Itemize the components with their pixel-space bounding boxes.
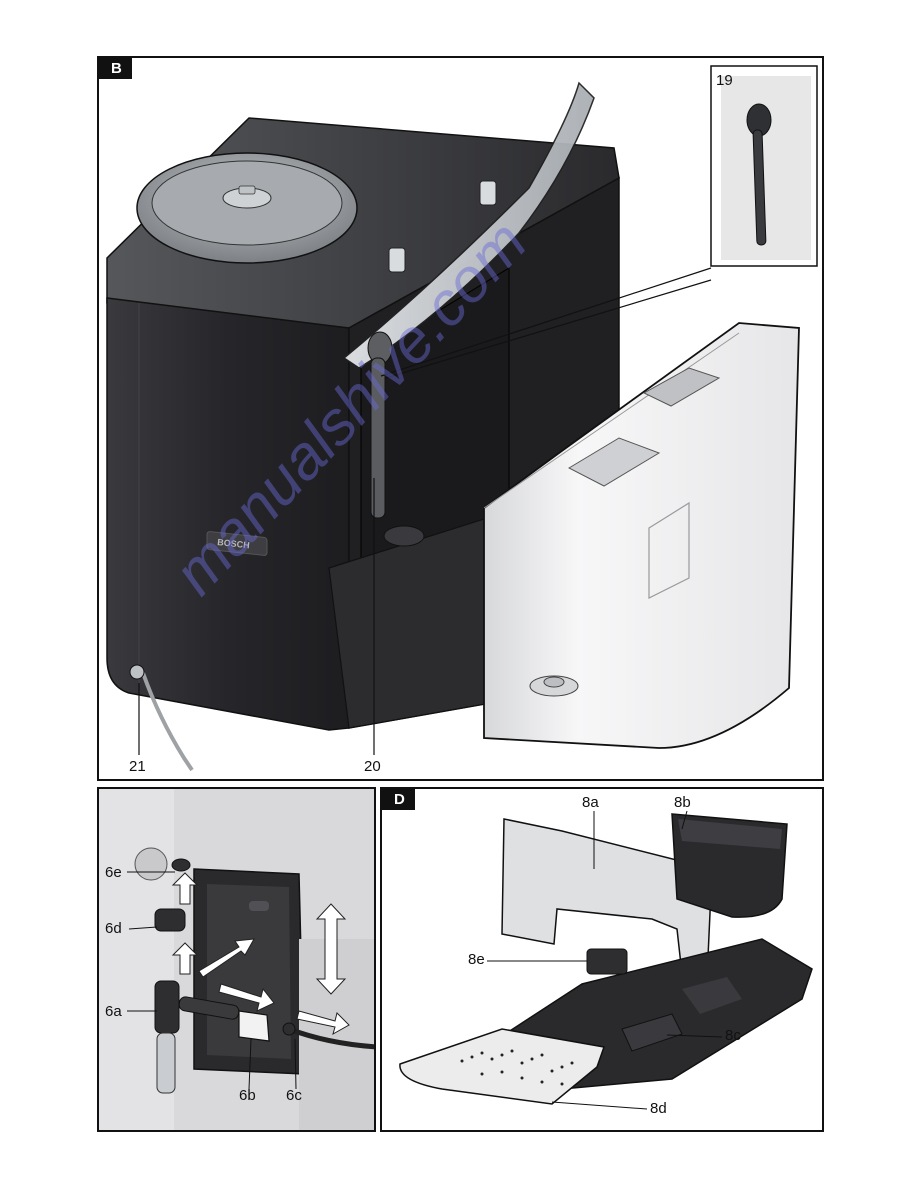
drip-tray-illustration	[399, 810, 813, 1110]
label-6b: 6b	[239, 1087, 256, 1104]
label-8c: 8c	[725, 1027, 741, 1044]
water-tank	[483, 322, 800, 749]
label-6c: 6c	[286, 1087, 302, 1104]
label-19: 19	[716, 72, 733, 89]
bean-lid	[342, 81, 595, 369]
panel-tag-b: B	[99, 58, 132, 79]
panel-b: B	[97, 56, 824, 781]
bosch-logo-text: BOSCH	[217, 537, 250, 550]
label-21: 21	[129, 758, 146, 775]
label-6a: 6a	[105, 1003, 122, 1020]
coffee-machine-illustration: BOSCH	[106, 65, 818, 772]
label-8b: 8b	[674, 794, 691, 811]
frother-assembly-illustration	[99, 789, 374, 1130]
label-6e: 6e	[105, 864, 122, 881]
bosch-badge	[206, 531, 268, 556]
label-6d: 6d	[105, 920, 122, 937]
panel-c: C 6e 6d 6a 6b 6c	[97, 787, 376, 1132]
panel-d: D 8a 8b 8e 8c 8d	[380, 787, 824, 1132]
label-20: 20	[364, 758, 381, 775]
panel-tag-d: D	[382, 789, 415, 810]
label-8e: 8e	[468, 951, 485, 968]
label-8a: 8a	[582, 794, 599, 811]
label-8d: 8d	[650, 1100, 667, 1117]
